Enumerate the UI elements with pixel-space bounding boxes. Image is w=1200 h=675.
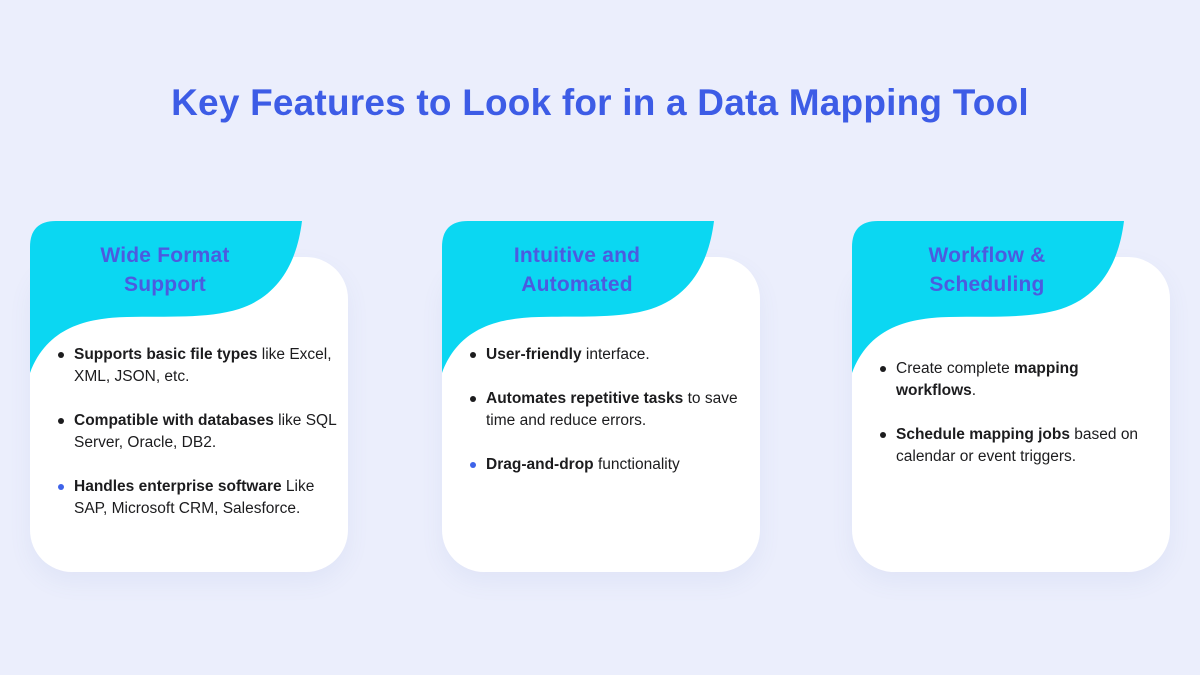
bullet-text-segment: Like SAP, Microsoft CRM, Salesforce. [74,478,315,517]
bullet-marker [880,366,886,372]
wave-header-shape [442,221,714,373]
bullet-marker [470,462,476,468]
bullet-text-segment: like Excel, XML, JSON, etc. [74,346,332,385]
bullet-marker [58,352,64,358]
bullet-item: Compatible with databases like SQL Serve… [52,410,340,454]
card-title: Intuitive and Automated [452,241,702,299]
bullet-text: Handles enterprise software Like SAP, Mi… [74,478,314,517]
bullet-marker [58,418,64,424]
bullet-list: Supports basic file types like Excel, XM… [52,344,340,542]
bullet-item: Schedule mapping jobs based on calendar … [874,424,1158,468]
page-title: Key Features to Look for in a Data Mappi… [171,82,1029,123]
bullet-item: Supports basic file types like Excel, XM… [52,344,340,388]
bullet-text-segment: based on calendar or event triggers. [896,426,1139,465]
bullet-text-segment: functionality [593,456,680,473]
bullet-text-segment: Create complete [896,360,1015,377]
bullet-text: User-friendly interface. [486,346,650,363]
bullet-item: Create complete mapping workflows. [874,358,1158,402]
card-title-line: Workflow & [928,244,1046,267]
bullet-list: Create complete mapping workflows. Sched… [874,358,1162,490]
card-title: Wide Format Support [40,241,290,299]
feature-card-workflow-scheduling: Workflow & Scheduling Create complete ma… [852,220,1170,572]
bullet-list: User-friendly interface. Automates repet… [464,344,752,498]
card-title-line: Support [124,273,206,296]
bullet-text: Supports basic file types like Excel, XM… [74,346,332,385]
bullet-text-bold: Automates repetitive tasks [486,390,684,407]
bullet-text-bold: User-friendly [486,346,582,363]
bullet-item: Drag-and-drop functionality [464,454,752,476]
card-title: Workflow & Scheduling [862,241,1112,299]
bullet-text: Schedule mapping jobs based on calendar … [896,426,1138,465]
bullet-text: Compatible with databases like SQL Serve… [74,412,336,451]
bullet-item: Handles enterprise software Like SAP, Mi… [52,476,340,520]
bullet-text-bold: Schedule mapping jobs [896,426,1070,443]
feature-card-wide-format: Wide Format Support Supports basic file … [30,220,348,572]
bullet-item: Automates repetitive tasks to save time … [464,388,752,432]
wave-header-shape [852,221,1124,373]
bullet-text-segment: . [971,382,977,399]
bullet-item: User-friendly interface. [464,344,752,366]
bullet-marker [470,352,476,358]
bullet-text: Create complete mapping workflows. [896,360,1079,399]
bullet-text-bold: Handles enterprise software [74,478,282,495]
bullet-text-segment: to save time and reduce errors. [486,390,738,429]
feature-card-intuitive-automated: Intuitive and Automated User-friendly in… [442,220,760,572]
bullet-text: Automates repetitive tasks to save time … [486,390,738,429]
bullet-text-bold: Drag-and-drop [486,456,594,473]
card-title-line: Wide Format [100,244,230,267]
card-title-line: Automated [521,273,633,296]
bullet-text: Drag-and-drop functionality [486,456,680,473]
wave-header-shape [30,221,302,373]
card-title-line: Intuitive and [513,244,641,267]
bullet-text-segment: like SQL Server, Oracle, DB2. [74,412,337,451]
bullet-text-bold: Compatible with databases [74,412,274,429]
bullet-text-segment: interface. [581,346,650,363]
card-title-line: Scheduling [929,273,1045,296]
bullet-marker [58,484,64,490]
bullet-marker [880,432,886,438]
bullet-text-bold: Supports basic file types [74,346,258,363]
bullet-text-bold: mapping workflows [896,360,1079,399]
bullet-marker [470,396,476,402]
